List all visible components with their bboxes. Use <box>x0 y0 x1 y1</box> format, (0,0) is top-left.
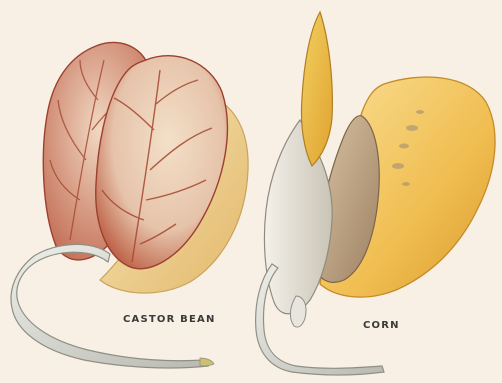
corn-coleoptile <box>301 12 332 166</box>
castor-bean-label: CASTOR BEAN <box>123 314 216 325</box>
castor-root-tip <box>200 358 214 366</box>
corn-label: CORN <box>363 320 400 331</box>
